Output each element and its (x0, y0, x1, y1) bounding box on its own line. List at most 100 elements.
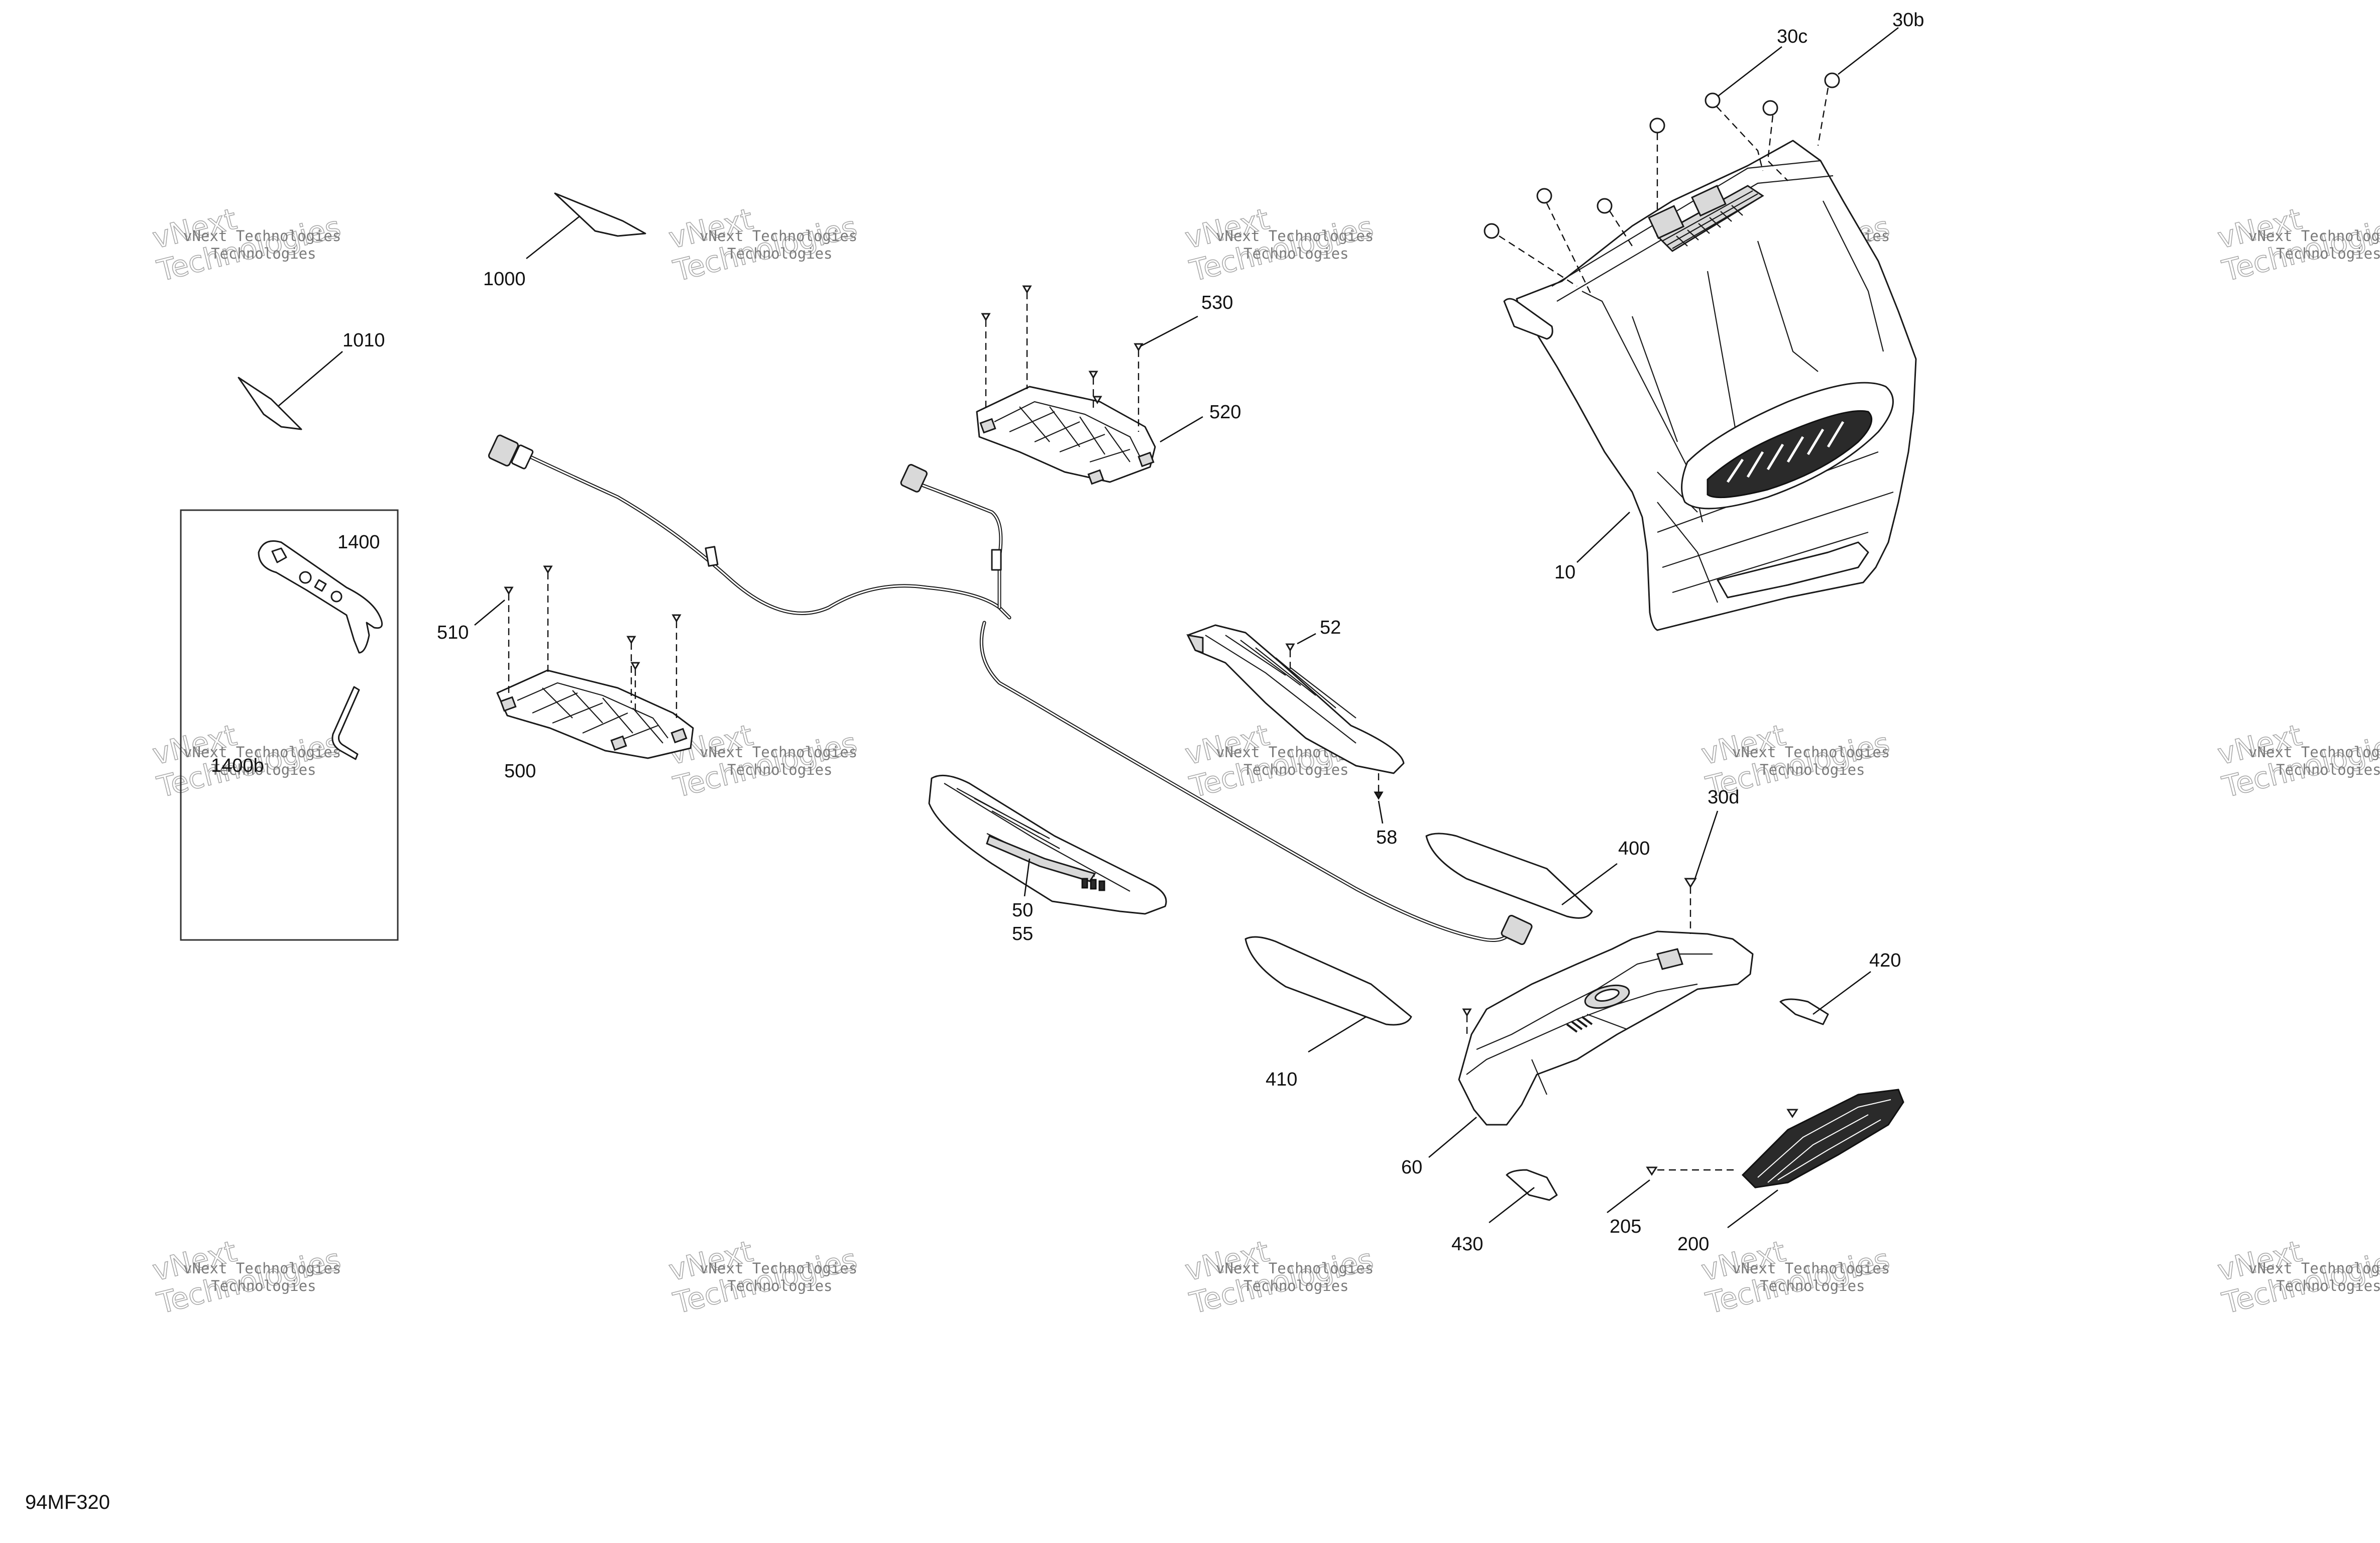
part-60-bumper[interactable]: 60 (1401, 930, 1754, 1178)
screw-icon (1134, 343, 1144, 351)
screw-icon (626, 636, 636, 644)
callout-1010: 1010 (343, 330, 385, 351)
watermark: vNext Technologies vNext Technologies Te… (149, 1234, 345, 1321)
part-420-decal[interactable]: 420 (1779, 950, 1901, 1025)
callout-30b: 30b (1892, 10, 1924, 31)
watermark: vNext Technologies vNext Technologies Te… (665, 1234, 861, 1321)
connector-icon (511, 444, 534, 469)
hex-hole-icon (271, 547, 287, 563)
part-10-front-shroud[interactable]: 10 (1503, 140, 1917, 631)
callout-60: 60 (1401, 1157, 1422, 1178)
part-1400b-hex-key[interactable]: 1400b (211, 686, 360, 776)
watermark-small-1: vNext Technologies (1216, 1260, 1374, 1277)
watermark-small-2: Technologies (1243, 761, 1349, 778)
watermark-small-1: vNext Technologies (1216, 227, 1374, 245)
washer-icon (1824, 72, 1840, 88)
watermark-small-2: Technologies (1243, 1277, 1349, 1294)
callout-55: 55 (1012, 923, 1033, 944)
part-30d-screw[interactable]: 30d (1684, 787, 1739, 934)
part-1400-wrench[interactable]: 1400 (258, 532, 383, 654)
callout-30d: 30d (1708, 787, 1739, 808)
part-200-grille[interactable]: 200 (1677, 1089, 1904, 1255)
screw-icon (630, 662, 640, 670)
part-1000-decal[interactable]: 1000 (483, 192, 646, 290)
washer-icon (1649, 117, 1665, 134)
screw-icon (1786, 1109, 1798, 1118)
screw-icon (1022, 285, 1032, 294)
watermark-small-2: Technologies (2276, 245, 2380, 262)
watermark-small-1: vNext Technologies (2248, 744, 2380, 761)
watermark-small-1: vNext Technologies (183, 1260, 341, 1277)
screw-icon (1646, 1166, 1658, 1176)
watermark: vNext Technologies vNext Technologies Te… (2214, 201, 2380, 289)
watermark-small-2: Technologies (727, 245, 833, 262)
callout-510: 510 (437, 622, 469, 643)
washer-icon (1762, 100, 1778, 116)
part-400-strip[interactable]: 400 (1425, 833, 1650, 919)
part-530-screws[interactable]: 530 (981, 285, 1233, 432)
watermark: vNext Technologies vNext Technologies Te… (2214, 1234, 2380, 1321)
round-hole-icon (330, 590, 343, 603)
callout-58: 58 (1376, 827, 1397, 848)
part-1010-decal[interactable]: 1010 (238, 330, 385, 430)
watermark-small-1: vNext Technologies (1732, 744, 1890, 761)
washer-icon (1536, 188, 1552, 204)
watermark-small-2: Technologies (1760, 1277, 1865, 1294)
watermark: vNext Technologies vNext Technologies Te… (1697, 1234, 1893, 1321)
watermark-small-2: Technologies (211, 245, 316, 262)
watermark: vNext Technologies vNext Technologies Te… (665, 201, 861, 289)
nut-icon (1374, 791, 1384, 800)
watermark-small-2: Technologies (211, 1277, 316, 1294)
watermark-small-2: Technologies (211, 761, 316, 778)
callout-205: 205 (1610, 1216, 1641, 1237)
callout-500: 500 (504, 761, 536, 782)
watermark: vNext Technologies vNext Technologies Te… (665, 718, 861, 805)
watermark-small-1: vNext Technologies (1732, 1260, 1890, 1277)
part-205-screw[interactable]: 205 (1607, 1166, 1738, 1237)
watermark-small-2: Technologies (2276, 1277, 2380, 1294)
watermark-small-2: Technologies (727, 761, 833, 778)
callout-520: 520 (1209, 402, 1241, 423)
washer-icon (1484, 223, 1500, 239)
connector-icon (900, 464, 928, 493)
part-430-decal[interactable]: 430 (1451, 1169, 1558, 1255)
screw-icon (543, 565, 553, 574)
part-500-bracket[interactable]: 500 (496, 669, 694, 782)
watermark-small-1: vNext Technologies (183, 227, 341, 245)
part-52-arm[interactable]: 52 58 (1186, 617, 1405, 848)
part-510-screws[interactable]: 510 (437, 565, 682, 718)
part-410-strip[interactable]: 410 (1244, 936, 1412, 1090)
clip-icon (705, 546, 719, 567)
watermark-small-2: Technologies (2276, 761, 2380, 778)
screw-icon (1092, 396, 1102, 404)
drawing-code: 94MF320 (25, 1491, 110, 1513)
callout-400: 400 (1618, 838, 1650, 859)
callout-10: 10 (1554, 562, 1575, 583)
watermark: vNext Technologies vNext Technologies Te… (1181, 201, 1377, 289)
callout-1000: 1000 (483, 269, 526, 290)
screw-icon (981, 313, 991, 321)
callout-410: 410 (1266, 1069, 1297, 1090)
watermark-small-1: vNext Technologies (2248, 227, 2380, 245)
square-hole-icon (314, 579, 327, 592)
watermark: vNext Technologies vNext Technologies Te… (1181, 1234, 1377, 1321)
watermark-small-1: vNext Technologies (700, 744, 857, 761)
screw-icon (671, 614, 682, 623)
tool-kit-frame (180, 509, 399, 941)
connector-icon (1501, 914, 1533, 945)
part-520-bracket[interactable]: 520 (976, 386, 1241, 485)
watermark: vNext Technologies vNext Technologies Te… (2214, 718, 2380, 805)
part-30-washers[interactable]: 30c 30b (1484, 10, 1924, 297)
callout-30c: 30c (1777, 26, 1807, 47)
watermark-grid: vNext Technologies vNext Technologies Te… (149, 201, 2380, 1321)
watermark-small-1: vNext Technologies (700, 227, 857, 245)
wiring-harness[interactable] (488, 434, 1533, 945)
screw-icon (1088, 371, 1098, 379)
callout-1400b: 1400b (211, 755, 264, 776)
part-50-side-panel[interactable]: 50 55 (928, 774, 1167, 944)
screw-icon (1684, 878, 1697, 888)
callout-430: 430 (1451, 1234, 1483, 1255)
watermark: vNext Technologies vNext Technologies Te… (149, 201, 345, 289)
callout-530: 530 (1201, 292, 1233, 313)
